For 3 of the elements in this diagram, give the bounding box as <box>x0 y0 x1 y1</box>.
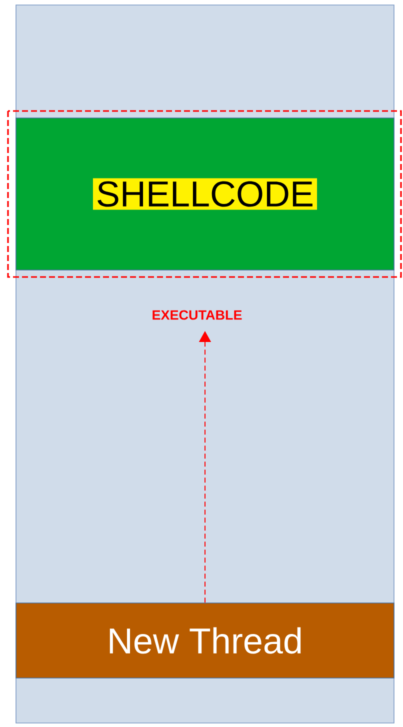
shellcode-box: SHELLCODE <box>16 118 394 270</box>
thread-box: New Thread <box>16 602 394 678</box>
edge-label: EXECUTABLE <box>152 310 242 320</box>
